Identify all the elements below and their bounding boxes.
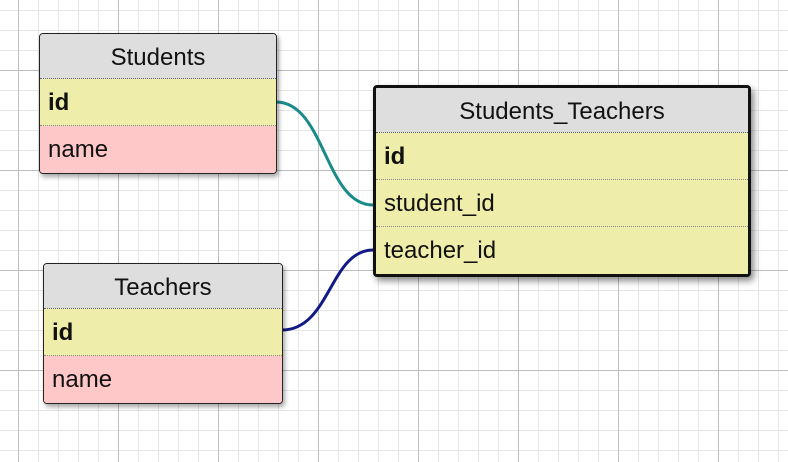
- table-title[interactable]: Students_Teachers: [376, 88, 748, 133]
- table-title[interactable]: Teachers: [44, 264, 282, 309]
- table-students-teachers[interactable]: Students_Teachers id student_id teacher_…: [373, 85, 751, 277]
- column-row-id[interactable]: id: [44, 309, 282, 356]
- table-teachers[interactable]: Teachers id name: [43, 263, 283, 404]
- relation-line-students-student-id[interactable]: [275, 100, 374, 207]
- column-row-student-id[interactable]: student_id: [376, 180, 748, 227]
- column-row-id[interactable]: id: [376, 133, 748, 180]
- column-row-id[interactable]: id: [40, 79, 276, 126]
- table-title[interactable]: Students: [40, 34, 276, 79]
- column-row-name[interactable]: name: [44, 356, 282, 403]
- column-row-teacher-id[interactable]: teacher_id: [376, 227, 748, 274]
- table-students[interactable]: Students id name: [39, 33, 277, 174]
- relation-line-teachers-teacher-id[interactable]: [281, 248, 374, 332]
- column-row-name[interactable]: name: [40, 126, 276, 173]
